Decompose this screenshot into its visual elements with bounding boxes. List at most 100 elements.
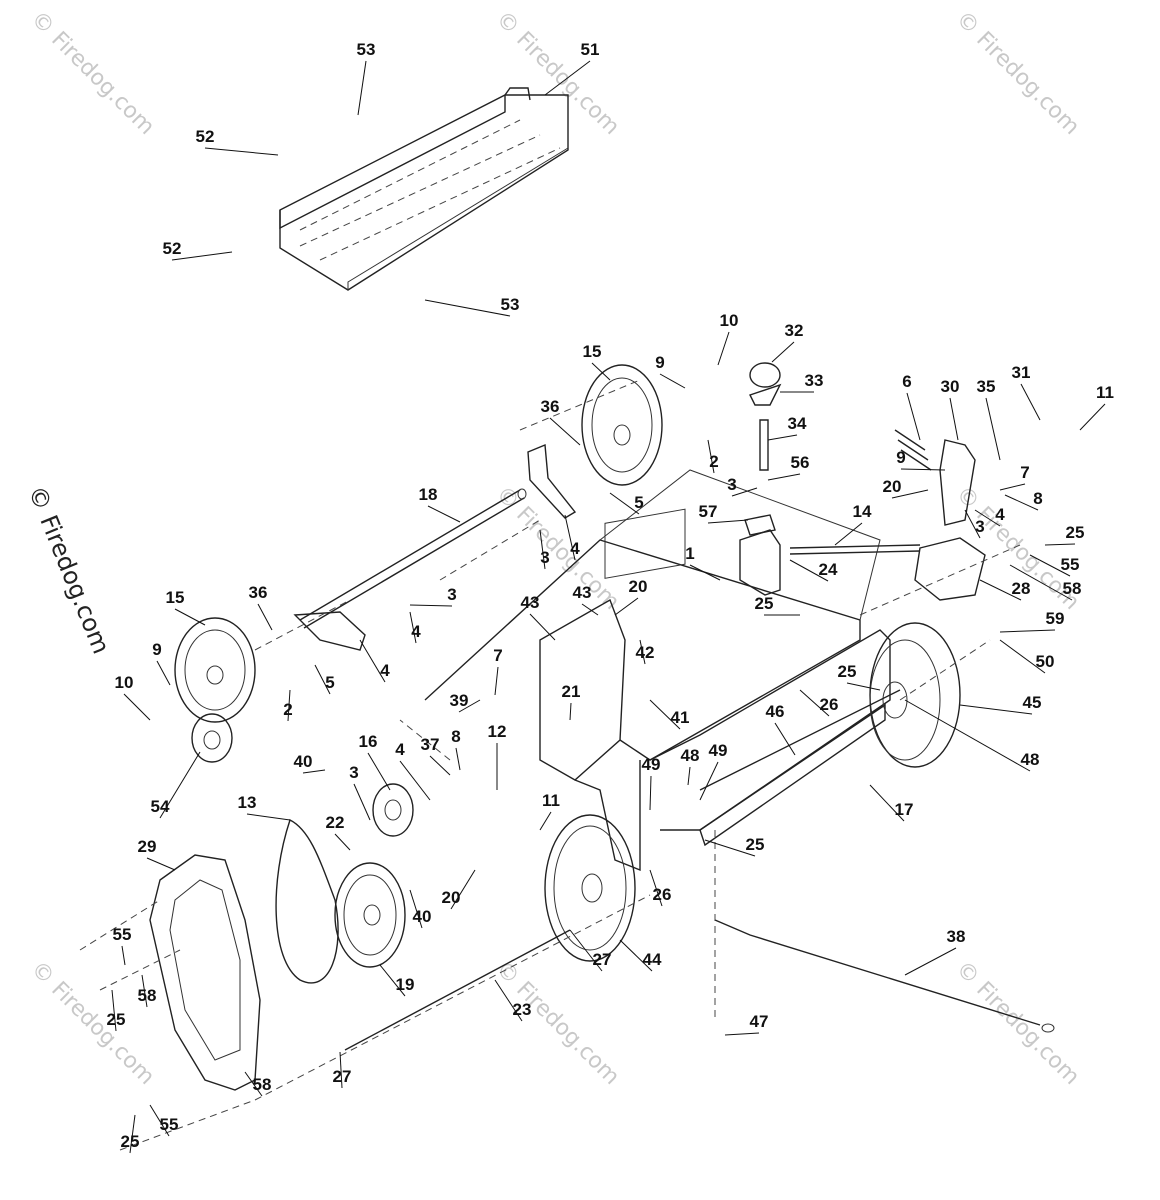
callout-label: 5 (634, 493, 643, 512)
callout-leader (689, 564, 721, 581)
callout: 4 (409, 611, 421, 644)
callout-leader (846, 682, 881, 691)
callout-label: 3 (349, 763, 358, 782)
callout-label: 48 (681, 746, 700, 765)
callout: 9 (152, 640, 171, 686)
callout-label: 18 (419, 485, 438, 504)
callout: 43 (573, 583, 599, 616)
callout-leader (539, 529, 546, 570)
callout-label: 56 (791, 453, 810, 472)
callout-leader (549, 417, 581, 446)
callout: 36 (541, 397, 581, 446)
watermark: © Firedog.com (26, 7, 159, 140)
callout-leader (409, 604, 453, 607)
callout-label: 36 (249, 583, 268, 602)
callout-leader (357, 60, 367, 116)
callout-label: 27 (333, 1067, 352, 1086)
callout: 20 (442, 869, 476, 910)
callout: 14 (834, 502, 872, 546)
callout-leader (399, 760, 431, 801)
callout-leader (544, 60, 591, 96)
callout-leader (619, 939, 653, 972)
callout-label: 33 (805, 371, 824, 390)
callout: 2 (283, 689, 293, 722)
callout: 18 (419, 485, 461, 523)
callout-label: 40 (294, 752, 313, 771)
callout-leader (129, 1114, 136, 1154)
callout-leader (156, 660, 171, 686)
assembly-guides (79, 379, 1021, 1151)
callout: 55 (1029, 554, 1079, 577)
callout-leader (455, 747, 461, 771)
side-watermark: © Firedog.com (22, 482, 115, 658)
callout-label: 43 (573, 583, 592, 602)
callout-label: 21 (562, 682, 581, 701)
idler-pulley (372, 783, 414, 837)
callout-leader (159, 751, 201, 819)
callout-leader (964, 509, 981, 539)
callout-leader (302, 769, 326, 774)
callout-label: 54 (151, 797, 170, 816)
callout-leader (1020, 383, 1041, 421)
callout: 3 (349, 763, 371, 821)
callout-label: 4 (411, 622, 421, 641)
callout: 42 (636, 639, 654, 665)
callout-leader (1009, 564, 1073, 601)
callout-label: 55 (113, 925, 132, 944)
callout: 20 (614, 577, 647, 616)
control-rod (789, 537, 986, 601)
callout-label: 23 (513, 1000, 532, 1019)
callout-label: 3 (975, 517, 984, 536)
callout-leader (529, 613, 556, 641)
callout: 50 (999, 639, 1054, 674)
callout: 5 (314, 664, 335, 695)
callout-leader (581, 603, 599, 616)
callout: 2 (707, 439, 719, 474)
callout: 34 (767, 414, 807, 441)
callout: 28 (979, 579, 1031, 601)
callout: 26 (799, 689, 839, 717)
callout: 40 (409, 889, 431, 929)
callout-leader (353, 783, 371, 821)
callout: 6 (902, 372, 921, 441)
callout: 52 (196, 127, 279, 156)
callout-leader (204, 147, 279, 156)
callout-label: 34 (788, 414, 807, 433)
callout-label: 4 (995, 505, 1005, 524)
callout-label: 14 (853, 502, 872, 521)
rod-23 (344, 929, 571, 1051)
belt-cover (149, 854, 261, 1091)
callout-label: 20 (442, 888, 461, 907)
callout-leader (1029, 554, 1071, 577)
callout-label: 8 (451, 727, 460, 746)
callout-label: 48 (1021, 750, 1040, 769)
callout-label: 25 (755, 594, 774, 613)
callout-label: 58 (1063, 579, 1082, 598)
callout: 4 (395, 740, 431, 801)
callout-label: 57 (699, 502, 718, 521)
callout-label: 28 (1012, 579, 1031, 598)
callout-label: 4 (395, 740, 405, 759)
callout-label: 41 (671, 708, 690, 727)
callout-leader (569, 702, 572, 721)
callout-leader (900, 468, 946, 471)
callout-leader (334, 833, 351, 851)
callout: 12 (488, 722, 506, 790)
callout-label: 52 (163, 239, 182, 258)
callout-leader (979, 579, 1022, 601)
callout-label: 53 (501, 295, 520, 314)
callout: 31 (1012, 363, 1041, 421)
callout-leader (149, 1104, 170, 1137)
callout-leader (771, 341, 795, 363)
callout-label: 26 (820, 695, 839, 714)
callout: 51 (544, 40, 599, 96)
callout-label: 49 (709, 741, 728, 760)
callout: 10 (115, 673, 151, 721)
callout-label: 25 (838, 662, 857, 681)
callout-leader (244, 1071, 263, 1097)
callout: 23 (494, 979, 532, 1022)
callout-leader (257, 603, 273, 631)
callout-label: 22 (326, 813, 345, 832)
callout: 53 (357, 40, 375, 116)
callout-label: 11 (542, 791, 560, 810)
